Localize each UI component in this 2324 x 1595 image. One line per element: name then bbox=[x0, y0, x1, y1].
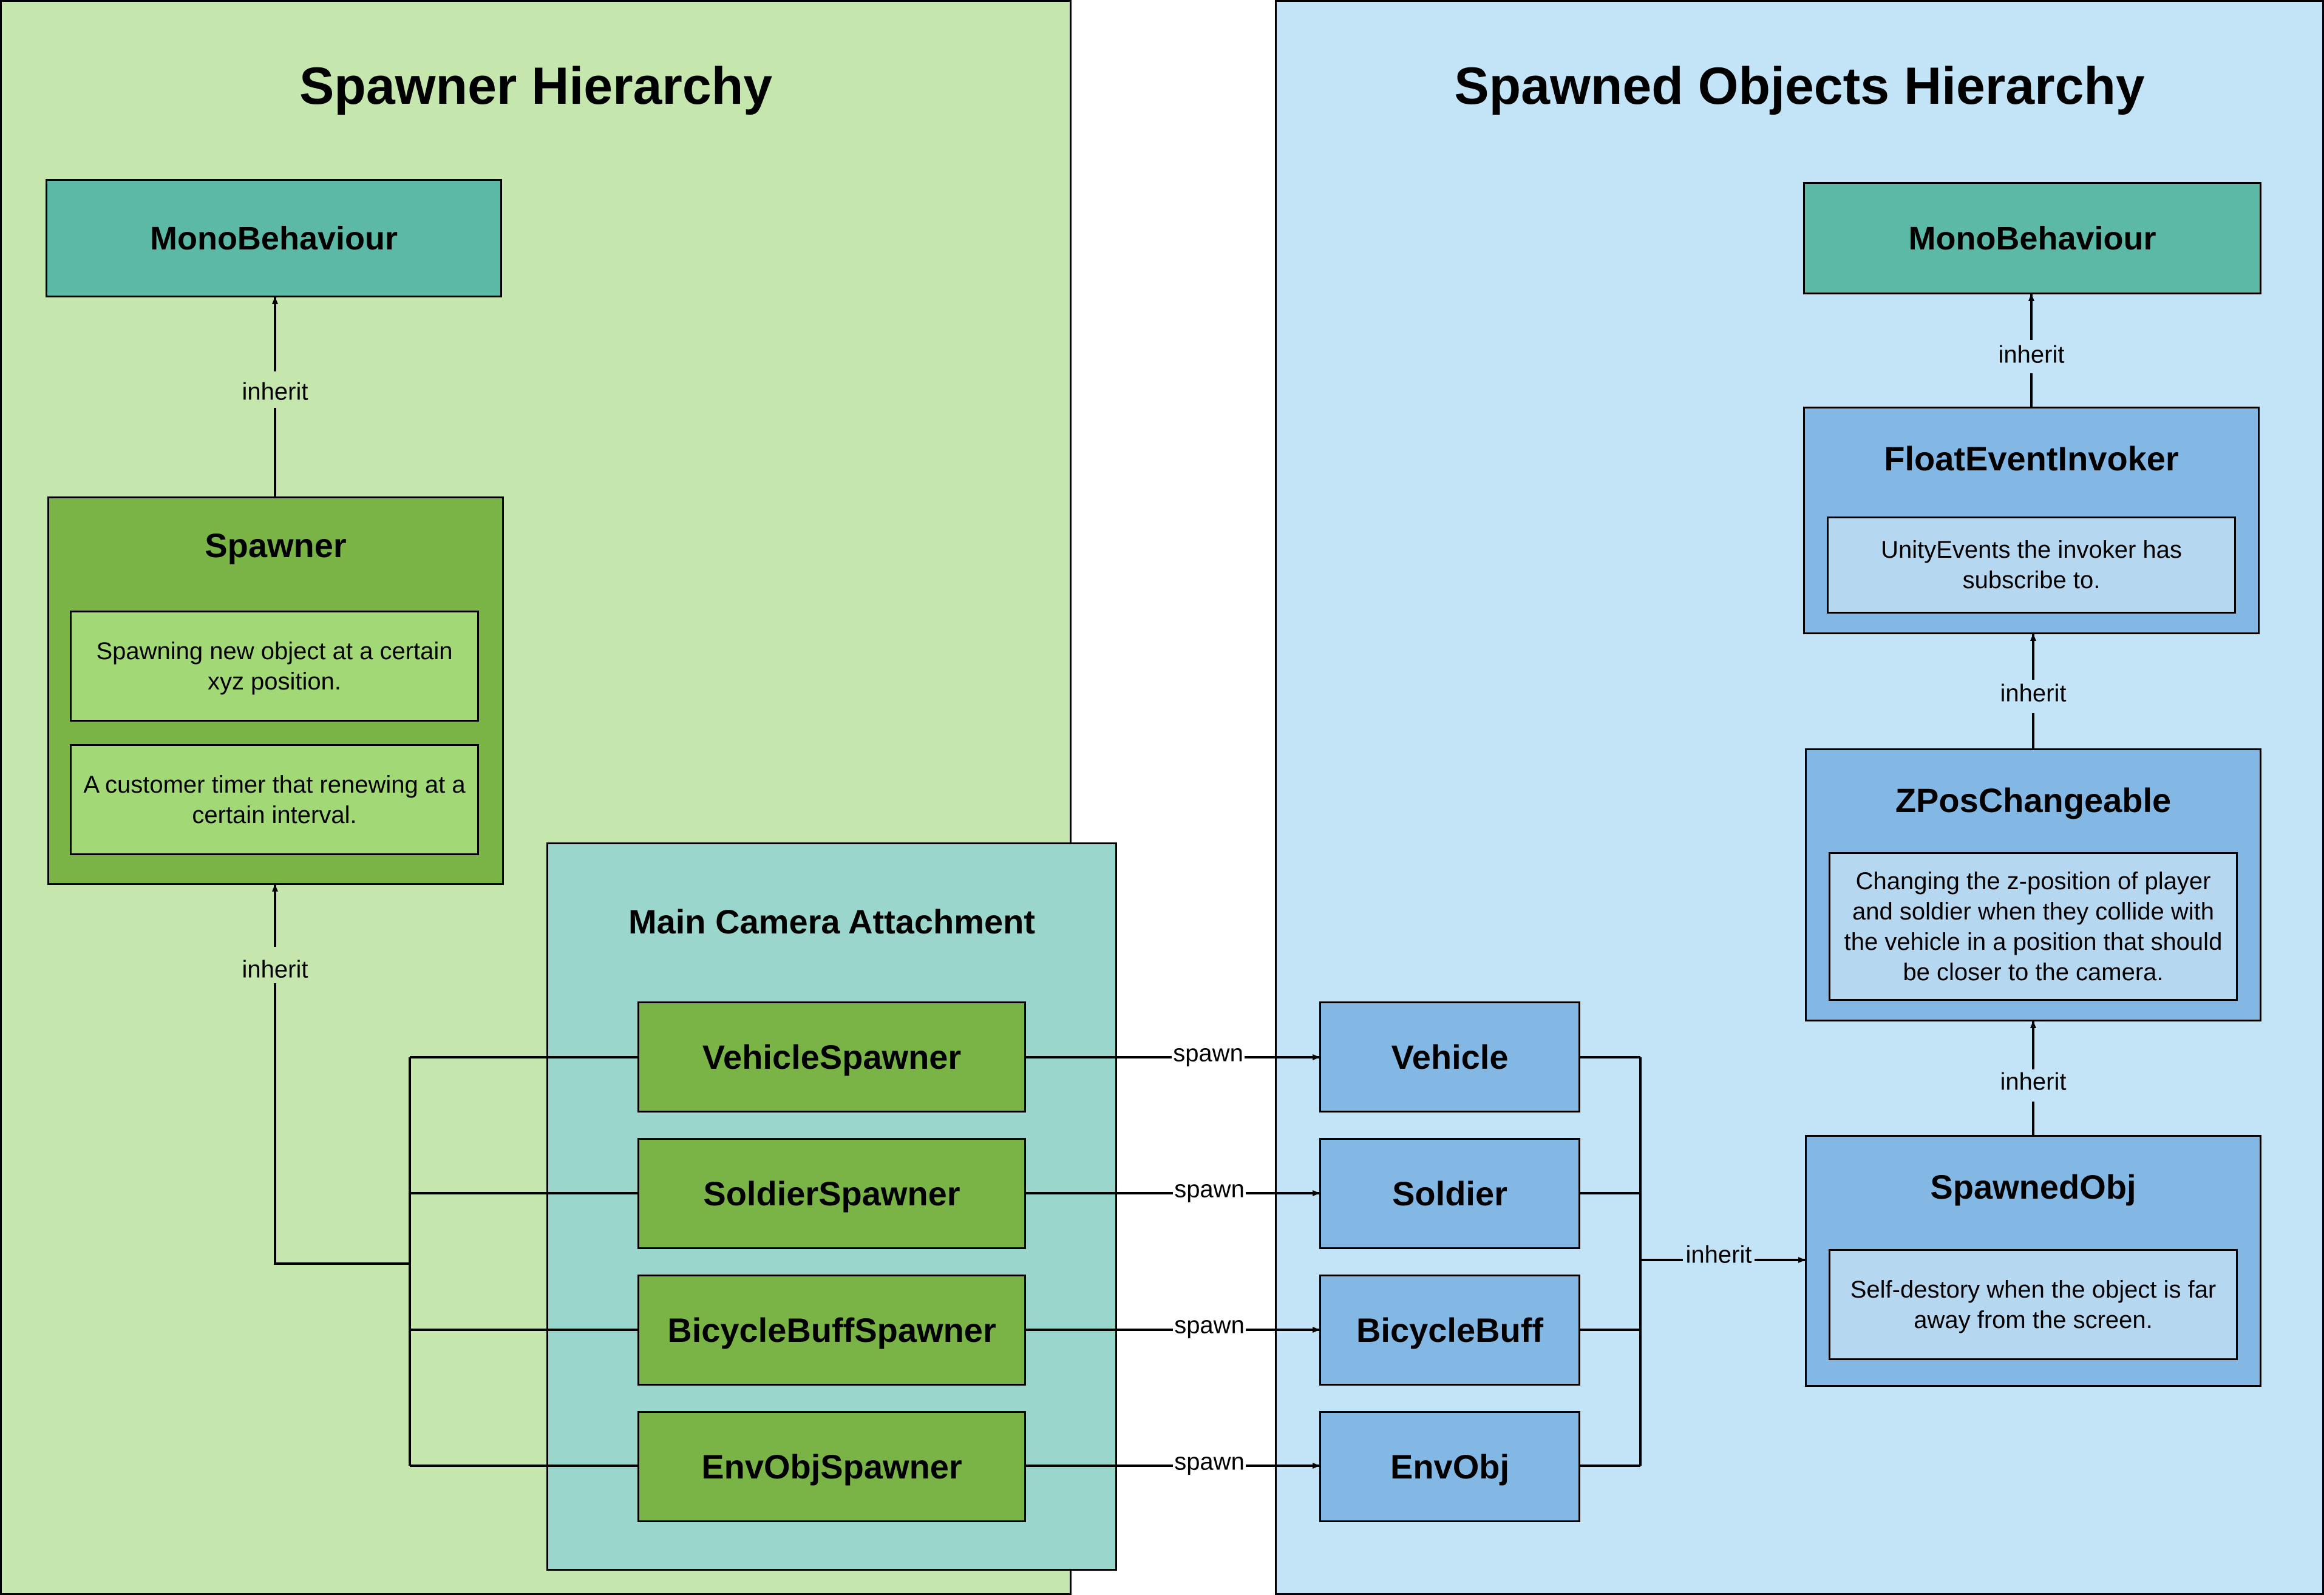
vehicle-title: Vehicle bbox=[1391, 1038, 1509, 1076]
float-event-invoker-node[interactable]: FloatEventInvoker UnityEvents the invoke… bbox=[1803, 407, 2260, 634]
bicycle-buff-spawner-title: BicycleBuffSpawner bbox=[667, 1311, 996, 1349]
label-spawn-vehicle: spawn bbox=[1173, 1040, 1243, 1067]
edge-inherit-spawned-bus bbox=[1580, 1056, 1683, 1467]
zpos-changeable-title: ZPosChangeable bbox=[1895, 781, 2172, 819]
zpos-changeable-note: Changing the z-position of player and so… bbox=[1829, 852, 2238, 1001]
float-event-invoker-title: FloatEventInvoker bbox=[1884, 439, 2179, 478]
envobj-title: EnvObj bbox=[1390, 1448, 1510, 1486]
monobehaviour-right-title: MonoBehaviour bbox=[1908, 220, 2156, 257]
soldier-title: Soldier bbox=[1392, 1174, 1507, 1213]
spawned-obj-title: SpawnedObj bbox=[1930, 1168, 2136, 1206]
spawner-node[interactable]: Spawner Spawning new object at a certain… bbox=[47, 496, 504, 885]
vehicle-spawner-node[interactable]: VehicleSpawner bbox=[637, 1001, 1026, 1112]
soldier-spawner-title: SoldierSpawner bbox=[703, 1174, 960, 1213]
label-inherit-zpos: inherit bbox=[2000, 1069, 2067, 1096]
monobehaviour-left-title: MonoBehaviour bbox=[149, 220, 398, 257]
label-inherit-float: inherit bbox=[2000, 680, 2067, 707]
bicycle-buff-spawner-node[interactable]: BicycleBuffSpawner bbox=[637, 1275, 1026, 1386]
bicycle-buff-node[interactable]: BicycleBuff bbox=[1319, 1275, 1580, 1386]
label-inherit-mono-left: inherit bbox=[242, 379, 308, 405]
bicycle-buff-title: BicycleBuff bbox=[1356, 1311, 1544, 1349]
label-spawn-envobj: spawn bbox=[1174, 1449, 1245, 1475]
label-spawn-bicycle: spawn bbox=[1174, 1312, 1245, 1339]
label-spawn-soldier: spawn bbox=[1174, 1176, 1245, 1203]
spawner-note-position: Spawning new object at a certain xyz pos… bbox=[70, 611, 479, 722]
spawner-title: Spawner bbox=[205, 526, 347, 564]
envobj-spawner-title: EnvObjSpawner bbox=[701, 1448, 962, 1486]
spawned-obj-note: Self-destory when the object is far away… bbox=[1829, 1249, 2238, 1360]
soldier-spawner-node[interactable]: SoldierSpawner bbox=[637, 1138, 1026, 1249]
main-camera-attachment-title: Main Camera Attachment bbox=[628, 902, 1036, 941]
edge-inherit-spawner-bus bbox=[274, 983, 637, 1467]
spawner-note-timer: A customer timer that renewing at a cert… bbox=[70, 744, 479, 855]
label-inherit-spawner: inherit bbox=[242, 957, 308, 983]
spawner-hierarchy-title: Spawner Hierarchy bbox=[299, 57, 773, 115]
envobj-spawner-node[interactable]: EnvObjSpawner bbox=[637, 1411, 1026, 1522]
zpos-changeable-node[interactable]: ZPosChangeable Changing the z-position o… bbox=[1805, 748, 2261, 1021]
monobehaviour-left-node[interactable]: MonoBehaviour bbox=[46, 179, 502, 297]
spawned-objects-hierarchy-title: Spawned Objects Hierarchy bbox=[1454, 57, 2145, 115]
monobehaviour-right-node[interactable]: MonoBehaviour bbox=[1803, 182, 2261, 294]
label-inherit-spawned: inherit bbox=[1686, 1242, 1752, 1268]
label-inherit-mono-right: inherit bbox=[1999, 342, 2065, 368]
vehicle-node[interactable]: Vehicle bbox=[1319, 1001, 1580, 1112]
vehicle-spawner-title: VehicleSpawner bbox=[702, 1038, 962, 1076]
soldier-node[interactable]: Soldier bbox=[1319, 1138, 1580, 1249]
spawned-obj-node[interactable]: SpawnedObj Self-destory when the object … bbox=[1805, 1135, 2261, 1387]
envobj-node[interactable]: EnvObj bbox=[1319, 1411, 1580, 1522]
float-event-invoker-note: UnityEvents the invoker has subscribe to… bbox=[1827, 516, 2236, 614]
